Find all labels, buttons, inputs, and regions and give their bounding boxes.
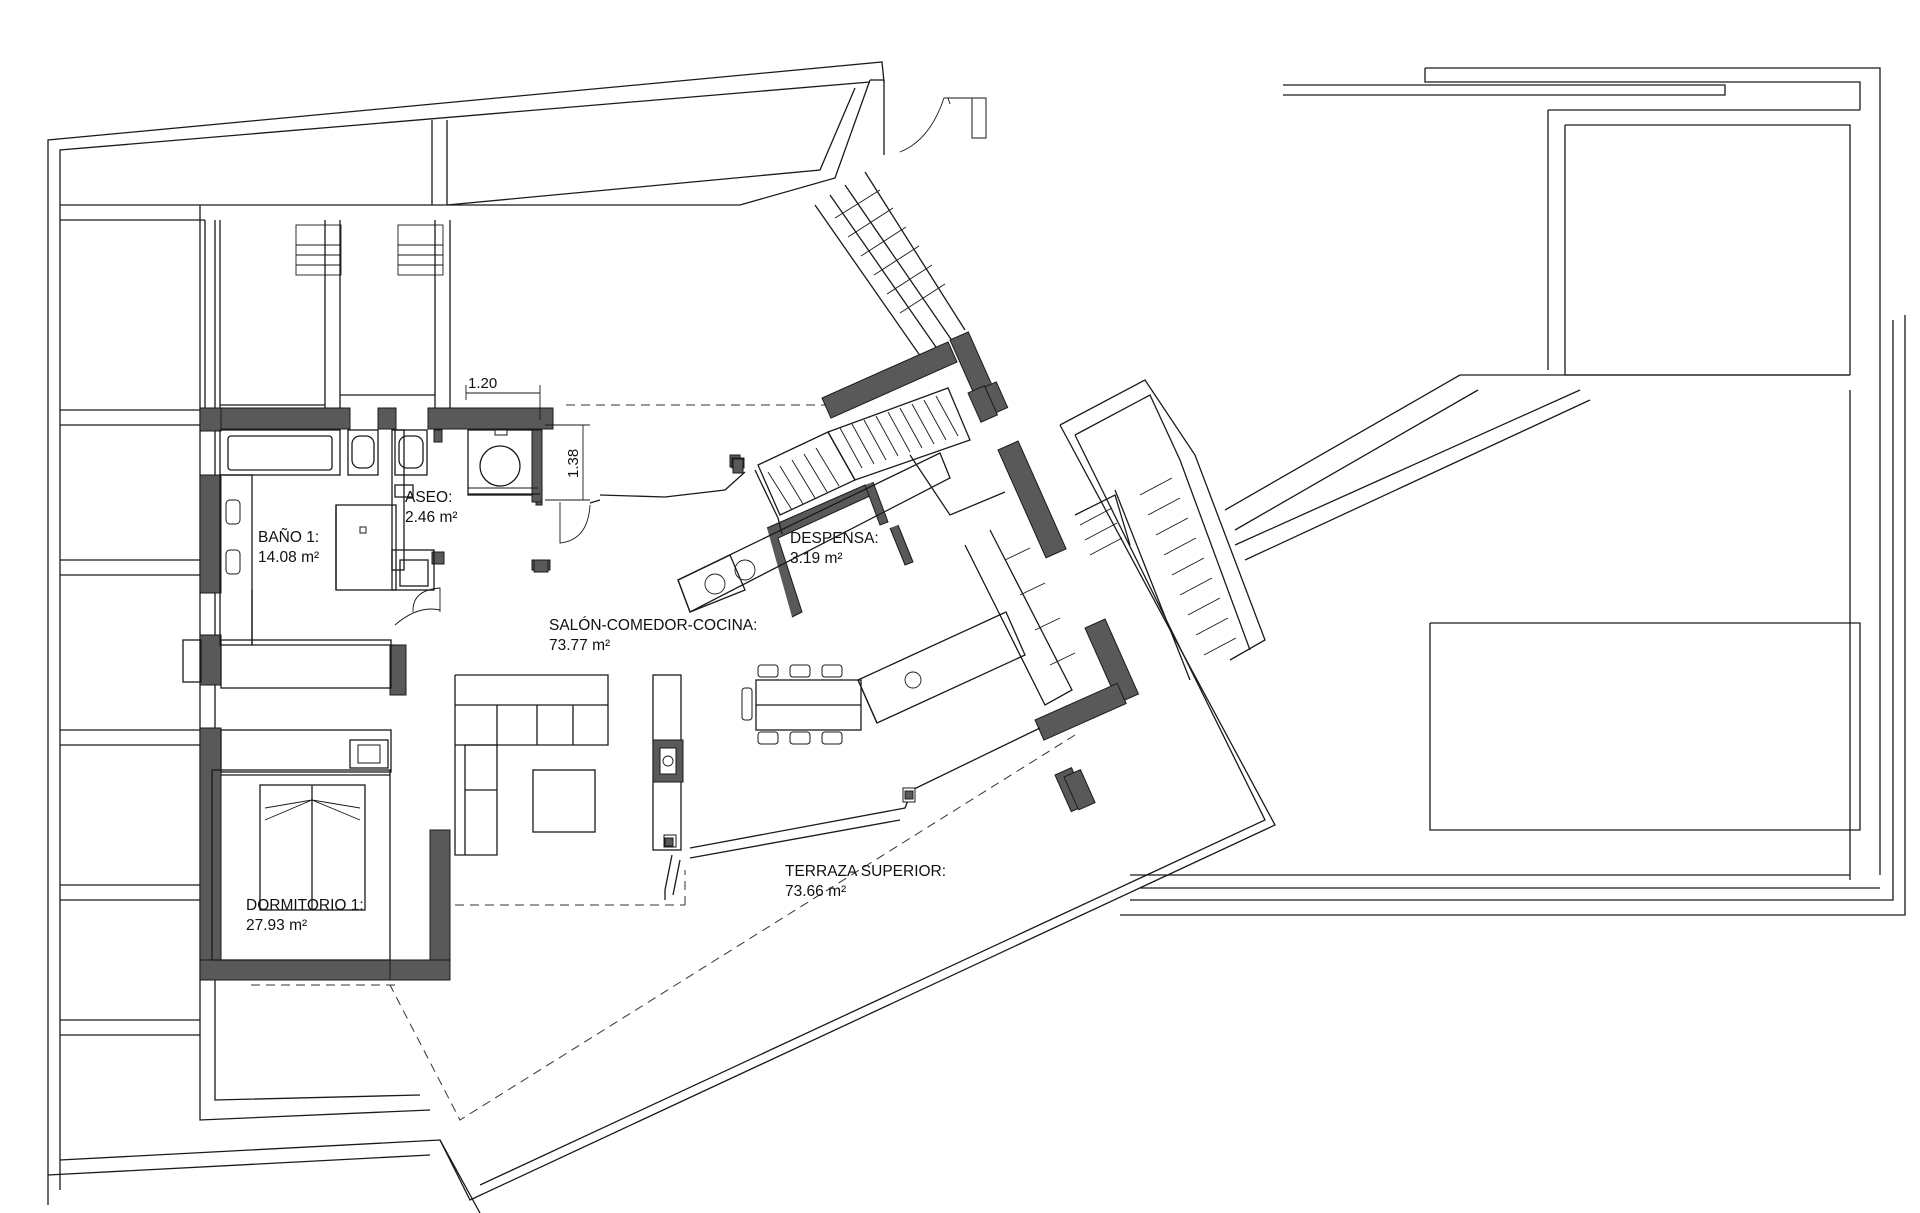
dormitorio1-name: DORMITORIO 1: bbox=[246, 897, 364, 914]
salon-area: 73.77 m² bbox=[549, 637, 610, 654]
bano1-area: 14.08 m² bbox=[258, 549, 319, 566]
aseo-area: 2.46 m² bbox=[405, 509, 458, 526]
dormitorio1-area: 27.93 m² bbox=[246, 917, 307, 934]
terraza-name: TERRAZA SUPERIOR: bbox=[785, 863, 946, 880]
bano1-name: BAÑO 1: bbox=[258, 529, 319, 546]
dimension-width: 1.20 bbox=[468, 375, 497, 392]
despensa-name: DESPENSA: bbox=[790, 530, 879, 547]
right-terrain bbox=[1120, 67, 1906, 916]
dimension-height: 1.38 bbox=[565, 449, 582, 478]
stairs-top-left bbox=[295, 224, 444, 276]
exterior-stairs-upper bbox=[814, 171, 966, 371]
despensa-area: 3.19 m² bbox=[790, 550, 843, 567]
site-boundary bbox=[47, 61, 885, 1213]
exterior-stairs-right bbox=[1059, 379, 1266, 681]
salon-name: SALÓN-COMEDOR-COCINA: bbox=[549, 617, 757, 634]
walls bbox=[199, 331, 1140, 981]
interior-lines bbox=[182, 385, 1096, 961]
terraza-area: 73.66 m² bbox=[785, 883, 846, 900]
entrance-door bbox=[899, 97, 987, 153]
terrace-outline bbox=[245, 404, 1276, 1201]
room-labels: BAÑO 1: 14.08 m² ASEO: 2.46 m² DESPENSA:… bbox=[246, 375, 946, 934]
aseo-name: ASEO: bbox=[405, 489, 452, 506]
